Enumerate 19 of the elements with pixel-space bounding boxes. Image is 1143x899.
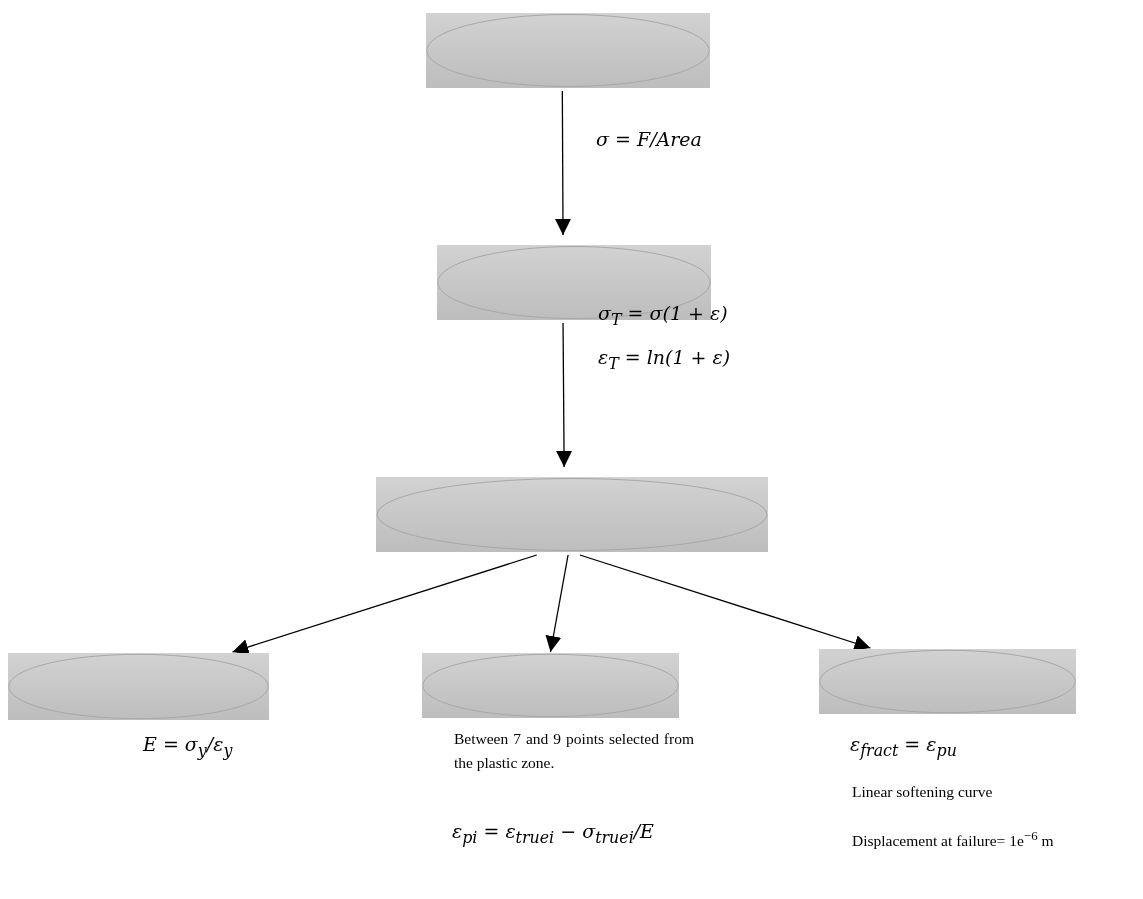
ellipse-box — [8, 653, 269, 720]
formula: σ$_{T}$ = σ(1 + ε) — [598, 302, 728, 329]
arrow — [554, 90, 571, 236]
formula: E = σ$_{y}$/ε$_{y}$ — [143, 733, 233, 760]
arrow — [579, 554, 872, 651]
arrow — [545, 554, 569, 653]
arrow — [231, 554, 538, 655]
arrow — [556, 322, 573, 468]
formula: ε$_{T}$ = ln(1 + ε) — [598, 346, 731, 373]
note-text: Displacement at failure= 1e$^{−6}$ m — [852, 827, 1055, 852]
note-text: Between 7 and 9 points selected from the plastic zone. — [454, 729, 694, 773]
formula: ε$_{fract}$ = ε$_{pu}$ — [850, 733, 957, 760]
note-text: Linear softening curve — [852, 782, 993, 802]
ellipse-box — [819, 649, 1076, 714]
formula: σ = F/Area — [596, 128, 702, 150]
ellipse-box — [376, 477, 768, 552]
ellipse-box — [426, 13, 710, 88]
ellipse-box — [422, 653, 679, 718]
formula: ε$_{p}$$_{i}$ = ε$_{true}$$_{i}$ − σ$_{true}$$_{i}$/E — [452, 820, 654, 847]
